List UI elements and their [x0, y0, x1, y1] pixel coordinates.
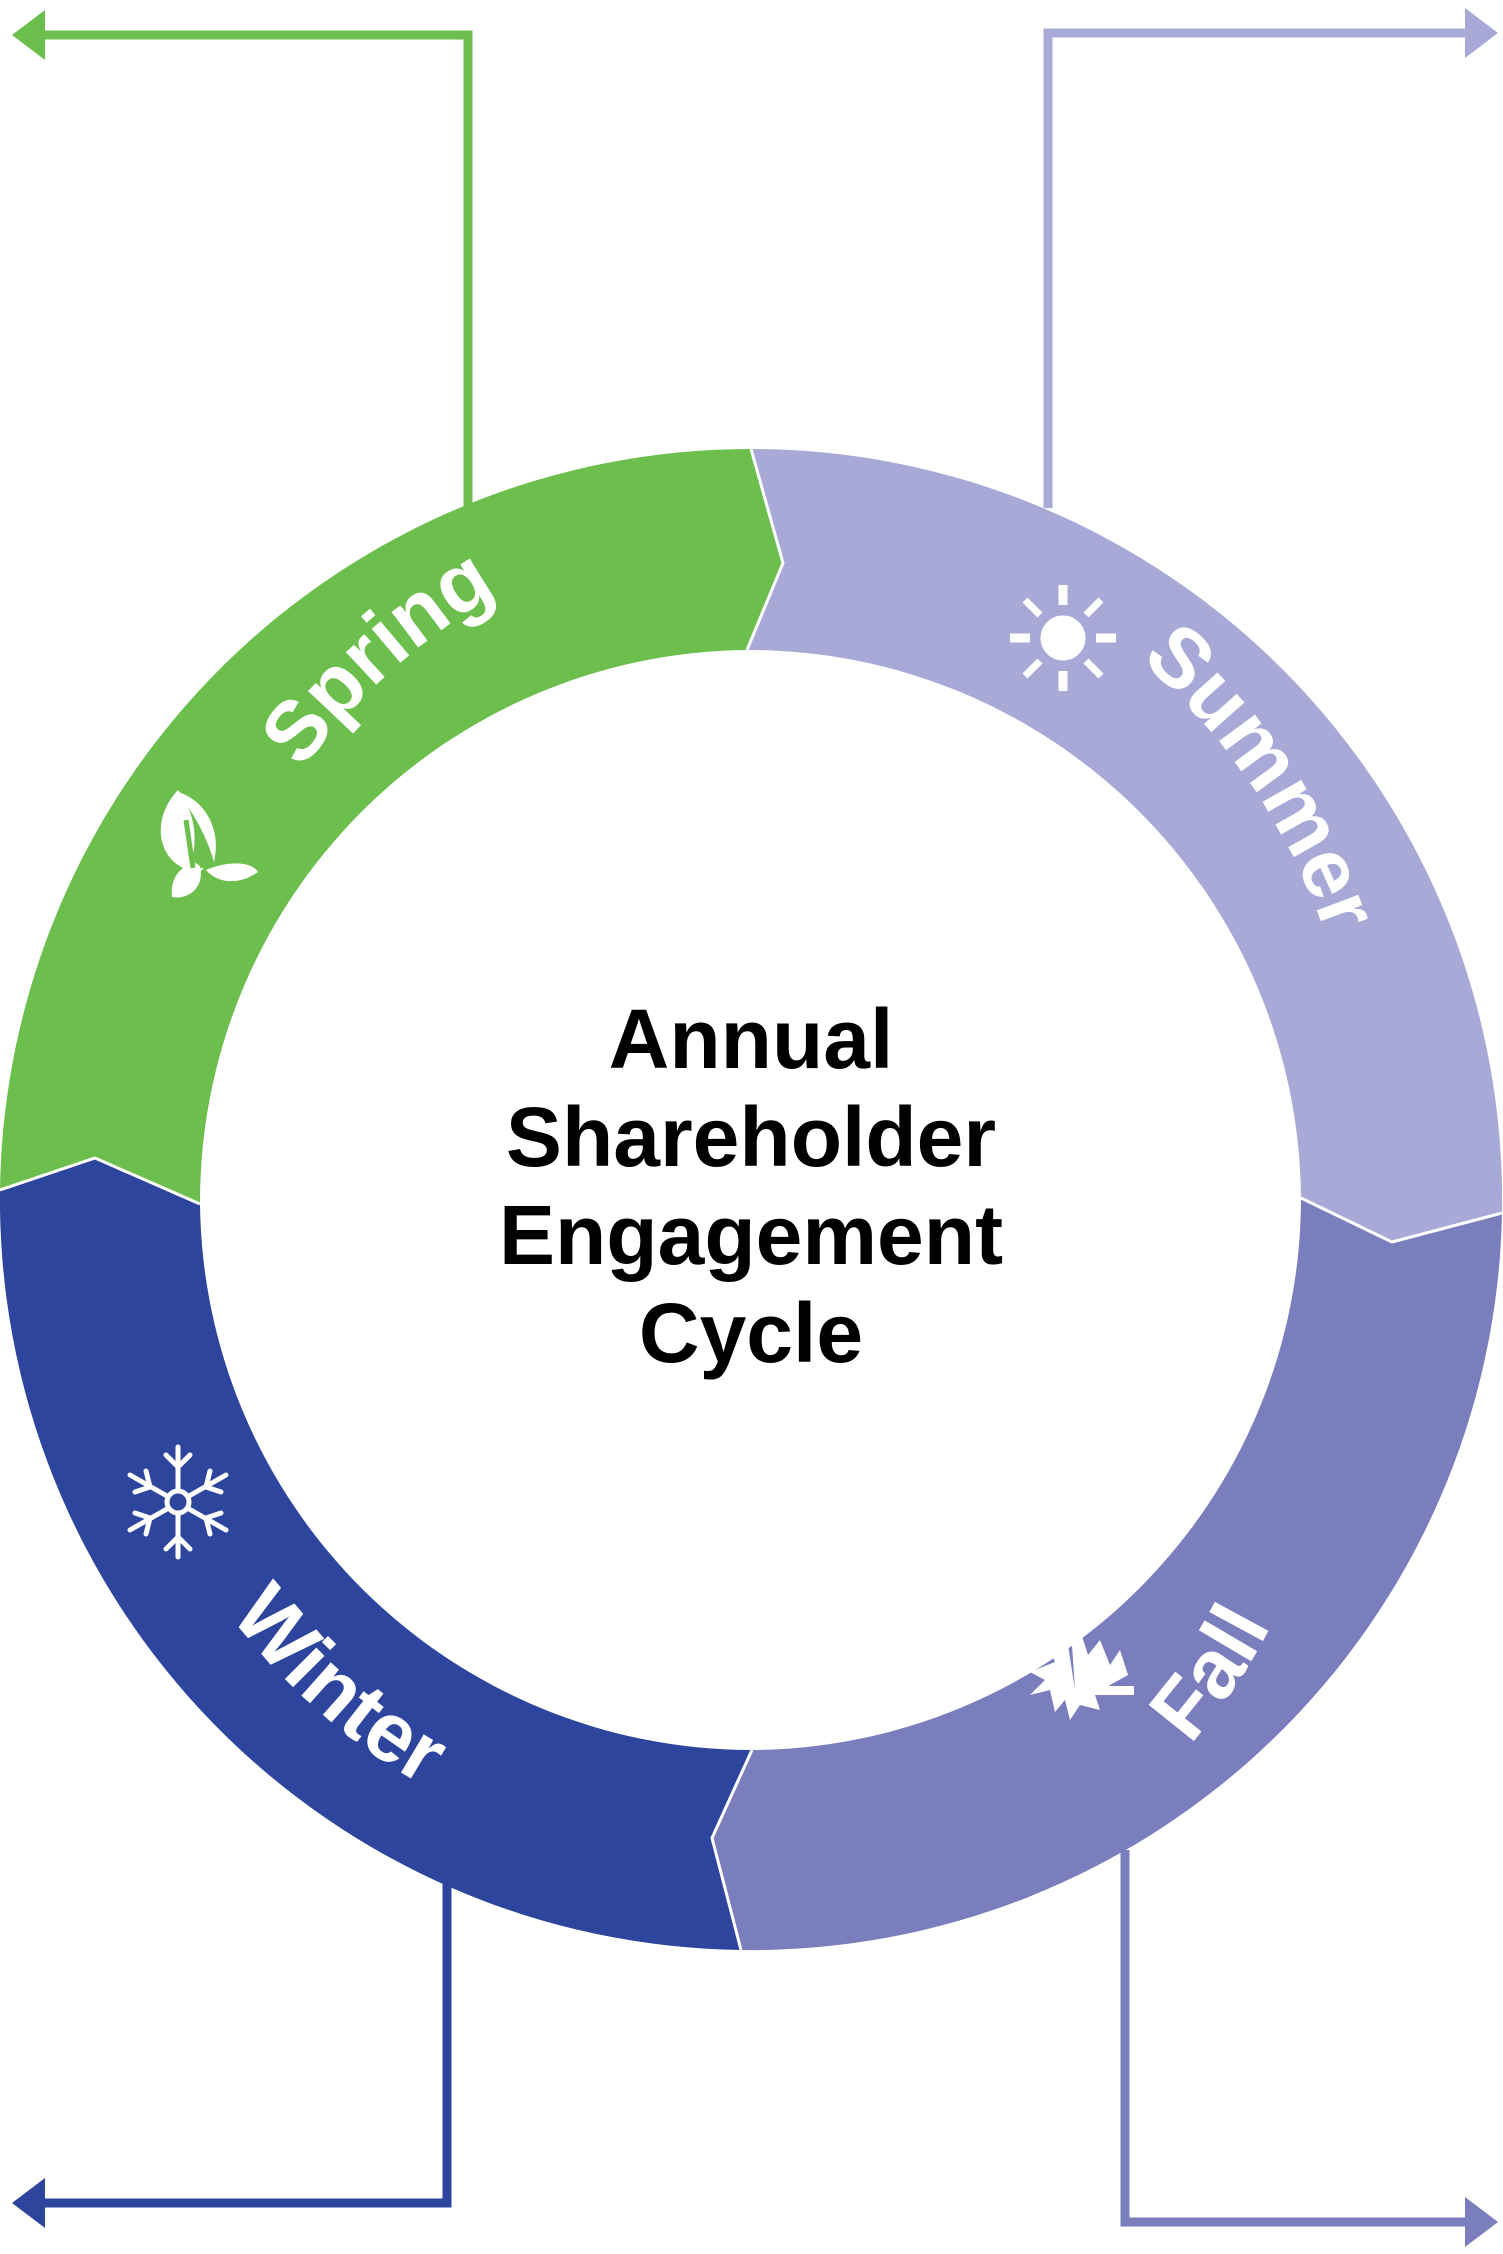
fall-arrowhead — [1465, 2197, 1498, 2247]
maple-leaf-icon — [1030, 1630, 1134, 1720]
cycle-title: Annual Shareholder Engagement Cycle — [451, 990, 1051, 1382]
sun-icon — [1010, 585, 1116, 691]
snowflake-icon — [127, 1444, 229, 1560]
title-line-3: Engagement — [498, 1188, 1004, 1282]
winter-segment — [0, 1158, 752, 1950]
segment-separators — [0, 448, 1503, 1951]
winter-arrowhead — [12, 2178, 45, 2228]
sprout-icon — [160, 790, 258, 898]
summer-segment — [747, 448, 1503, 1242]
title-line-1: Annual — [608, 992, 894, 1086]
spring-segment — [0, 449, 783, 1204]
fall-segment — [712, 1198, 1502, 1951]
fall-connector — [1120, 1850, 1498, 2247]
title-line-2: Shareholder — [505, 1090, 997, 1184]
winter-connector — [12, 1880, 452, 2228]
title-line-4: Cycle — [638, 1286, 864, 1380]
spring-connector — [12, 10, 473, 508]
spring-arrowhead — [12, 10, 45, 60]
summer-arrowhead — [1465, 8, 1498, 58]
summer-connector — [1043, 8, 1498, 508]
